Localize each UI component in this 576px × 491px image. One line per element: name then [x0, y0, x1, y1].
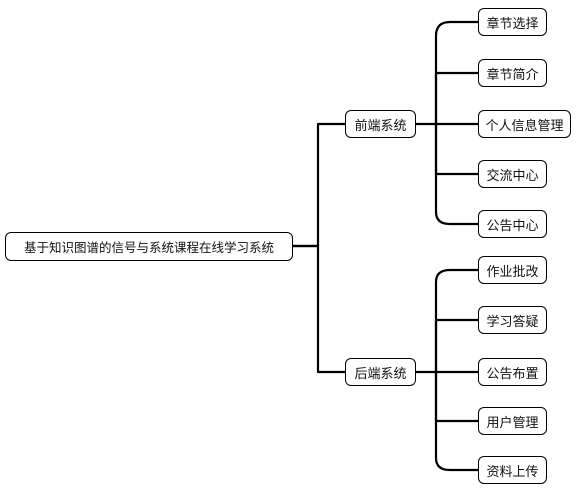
- leaf-backend-5: 资料上传: [478, 456, 547, 484]
- connector-backend-child-2: [434, 318, 480, 374]
- connector-backend-child-4: [434, 370, 480, 423]
- connector-root-backend: [291, 244, 347, 374]
- leaf-backend-4: 用户管理: [478, 407, 547, 435]
- connector-frontend-child-4: [434, 122, 480, 176]
- connector-root-frontend: [291, 122, 347, 248]
- connector-frontend-child-2: [434, 71, 480, 126]
- leaf-frontend-1: 章节选择: [478, 8, 547, 36]
- connector-frontend-child-1: [434, 20, 480, 126]
- leaf-frontend-3: 个人信息管理: [478, 110, 571, 138]
- connector-frontend-child-5: [434, 122, 480, 226]
- leaf-frontend-2: 章节简介: [478, 59, 547, 87]
- leaf-backend-1: 作业批改: [478, 256, 547, 284]
- leaf-backend-3: 公告布置: [478, 358, 547, 386]
- branch-frontend: 前端系统: [345, 110, 416, 138]
- leaf-frontend-4: 交流中心: [478, 160, 547, 188]
- leaf-frontend-5: 公告中心: [478, 210, 547, 238]
- connector-backend-child-5: [434, 370, 480, 472]
- root-node: 基于知识图谱的信号与系统课程在线学习系统: [5, 232, 293, 261]
- branch-backend: 后端系统: [345, 358, 416, 386]
- connector-backend-child-1: [434, 268, 480, 374]
- leaf-backend-2: 学习答疑: [478, 306, 547, 334]
